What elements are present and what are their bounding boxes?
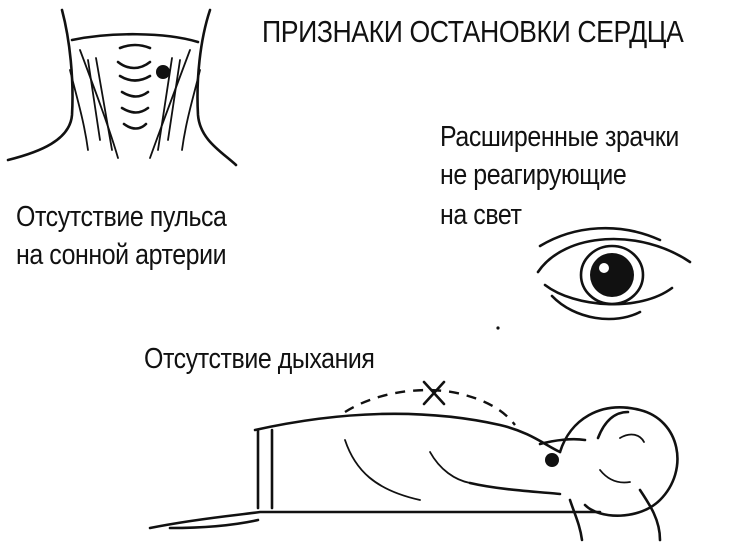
lying-person-illustration xyxy=(148,380,679,542)
pupils-label-line1: Расширенные зрачки xyxy=(440,121,679,153)
dilated-pupil xyxy=(590,253,634,297)
carotid-pulse-point xyxy=(156,65,170,79)
neck-pulse-point xyxy=(545,453,559,467)
diagram-title: ПРИЗНАКИ ОСТАНОВКИ СЕРДЦА xyxy=(262,14,684,49)
eye-illustration xyxy=(536,226,692,321)
pupils-label-line3: на свет xyxy=(440,199,522,231)
breathing-label: Отсутствие дыхания xyxy=(144,343,375,375)
no-breath-cross-icon xyxy=(422,380,446,406)
neck-illustration xyxy=(6,8,238,167)
pulse-label-line1: Отсутствие пульса xyxy=(16,201,227,233)
pupils-label-line2: не реагирующие xyxy=(440,159,627,191)
pulse-label-line2: на сонной артерии xyxy=(16,239,227,271)
